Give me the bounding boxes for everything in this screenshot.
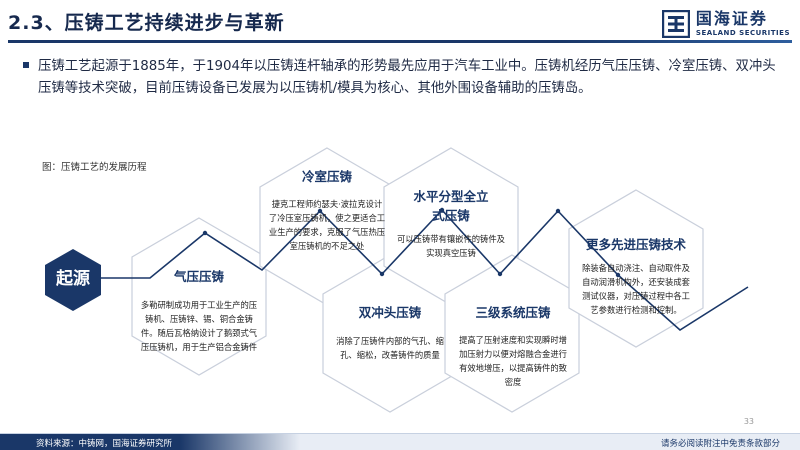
origin-hexagon	[45, 249, 101, 311]
hexagon-stage-6	[568, 189, 704, 348]
footer-disclaimer: 请务必阅读附注中免责条款部分	[660, 439, 780, 449]
logo-chinese-name: 国海证券	[695, 9, 768, 28]
stage-5-card: 三级系统压铸 提高了压射速度和实现瞬时增加压射力以便对熔融合金进行有效地增压，以…	[455, 302, 571, 389]
page-title: 2.3、压铸工艺持续进步与革新	[8, 12, 285, 34]
stage-4-card: 水平分型全立式压铸 可以压铸带有镶嵌件的铸件及实现真空压铸	[394, 186, 508, 260]
stage-6-description: 除装备自动浇注、自动取件及自动润滑机构外，还安装成套测试仪器，对压铸过程中各工艺…	[582, 263, 690, 315]
timeline-node	[317, 208, 323, 214]
stage-6-title: 更多先进压铸技术	[585, 237, 686, 252]
company-logo: 国海证券 SEALAND SECURITIES	[661, 8, 790, 40]
timeline-line	[98, 208, 749, 331]
logo-english-name: SEALAND SECURITIES	[695, 29, 790, 37]
stage-3-card: 双冲头压铸 消除了压铸件内部的气孔、缩孔、缩松，改善铸件的质量	[330, 302, 450, 362]
sealand-logo-icon	[661, 10, 690, 38]
title-divider	[8, 40, 792, 43]
stage-2-card: 冷室压铸 捷克工程师约瑟夫·波拉克设计了冷压室压铸机，使之更适合工业生产的要求，…	[268, 166, 386, 253]
stage-6-card: 更多先进压铸技术 除装备自动浇注、自动取件及自动润滑机构外，还安装成套测试仪器，…	[578, 234, 694, 317]
timeline-node	[439, 207, 445, 213]
intro-text: 压铸工艺起源于1885年，于1904年以压铸连杆轴承的形势最先应用于汽车工业中。…	[38, 59, 776, 96]
origin-label: 起源	[56, 269, 90, 289]
figure-caption: 图：压铸工艺的发展历程	[42, 162, 147, 173]
stage-1-title: 气压压铸	[173, 269, 224, 284]
footer-source: 资料来源：中铸网，国海证券研究所	[36, 439, 173, 449]
footer: 资料来源：中铸网，国海证券研究所 请务必阅读附注中免责条款部分	[0, 433, 800, 450]
stage-5-description: 提高了压射速度和实现瞬时增加压射力以便对熔融合金进行有效地增压，以提高铸件的致密…	[459, 335, 567, 387]
timeline-node	[555, 208, 561, 214]
stage-2-description: 捷克工程师约瑟夫·波拉克设计了冷压室压铸机，使之更适合工业生产的要求，克服了气压…	[268, 199, 386, 251]
page-number: 33	[743, 417, 754, 426]
stage-4-title: 水平分型全立式压铸	[413, 189, 489, 223]
stage-4-description: 可以压铸带有镶嵌件的铸件及实现真空压铸	[397, 234, 505, 258]
timeline-node	[202, 230, 208, 236]
footer-accent-bar	[0, 434, 300, 450]
stage-2-title: 冷室压铸	[301, 169, 352, 184]
stage-3-description: 消除了压铸件内部的气孔、缩孔、缩松，改善铸件的质量	[336, 336, 444, 360]
timeline-node	[615, 272, 621, 278]
square-bullet-icon	[23, 62, 29, 68]
stage-5-title: 三级系统压铸	[475, 305, 551, 320]
stage-1-card: 气压压铸 多勒研制成功用于工业生产的压铸机、压铸锌、锡、铜合金铸件。随后瓦格纳设…	[139, 266, 259, 354]
stage-1-description: 多勒研制成功用于工业生产的压铸机、压铸锌、锡、铜合金铸件。随后瓦格纳设计了鹅颈式…	[140, 300, 258, 352]
intro-bullet: 压铸工艺起源于1885年，于1904年以压铸连杆轴承的形势最先应用于汽车工业中。…	[23, 56, 778, 100]
timeline-node	[379, 271, 385, 277]
timeline-node	[497, 271, 503, 277]
stage-3-title: 双冲头压铸	[358, 305, 422, 320]
